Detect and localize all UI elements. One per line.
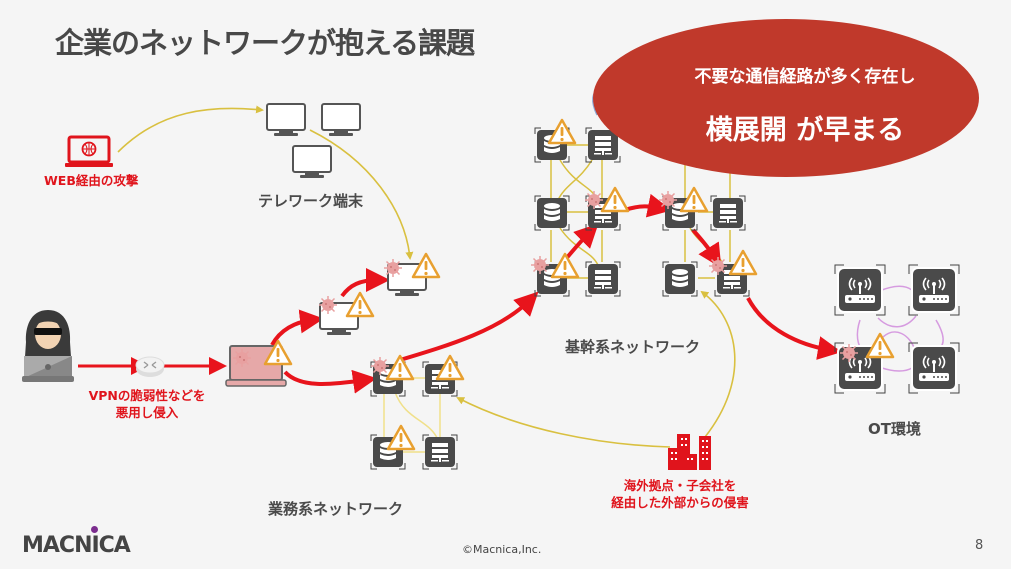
- core-network-label: 基幹系ネットワーク: [565, 338, 701, 356]
- callout-text-line2: 横展開 が早まる: [705, 115, 905, 146]
- overseas-to-business-arrow: [456, 397, 671, 448]
- virus-icon: [839, 343, 859, 363]
- virus-icon: [530, 255, 550, 275]
- business-network-label: 業務系ネットワーク: [268, 500, 404, 518]
- core-mesh: [550, 87, 731, 279]
- server-icon: [585, 261, 621, 297]
- web-attack-label: WEB経由の攻撃: [44, 173, 139, 188]
- callout-ellipse: [593, 19, 979, 177]
- database-icon: [534, 195, 570, 231]
- callout-text-line1: 不要な通信経路が多く存在し: [694, 67, 916, 87]
- vpn-router-icon: [135, 356, 165, 377]
- overseas-label-line1: 海外拠点・子会社を: [623, 478, 737, 493]
- virus-icon: [658, 190, 678, 210]
- ot-label: OT環境: [868, 420, 921, 438]
- attack-arrow-to-monitor2: [340, 268, 390, 298]
- overseas-label: 海外拠点・子会社を 経由した外部からの侵害: [590, 477, 770, 511]
- logo-dot: [91, 526, 98, 533]
- server-icon: [710, 195, 746, 231]
- overseas-label-line2: 経由した外部からの侵害: [611, 495, 749, 510]
- buildings-icon: [668, 434, 711, 470]
- monitor-icon: [266, 103, 306, 137]
- core-internal-arrow-3: [691, 228, 722, 269]
- copyright: ©Macnica,Inc.: [462, 543, 542, 556]
- attack-arrow-to-business: [283, 369, 377, 394]
- monitor-icon: [292, 145, 332, 179]
- virus-icon: [383, 258, 403, 278]
- server-icon: [422, 434, 458, 470]
- virus-icon: [318, 295, 338, 315]
- virus-icon: [708, 256, 728, 276]
- page-title: 企業のネットワークが抱える課題: [55, 26, 475, 60]
- telework-label: テレワーク端末: [258, 192, 364, 210]
- core-internal-arrow-2: [624, 193, 672, 218]
- attack-arrow-to-core: [399, 291, 539, 362]
- vpn-label-line1: VPNの脆弱性などを: [88, 388, 206, 403]
- virus-icon: [370, 356, 390, 376]
- page-number: 8: [975, 538, 984, 553]
- database-icon: [662, 261, 698, 297]
- attack-arrow-to-monitor1: [270, 309, 324, 347]
- monitor-icon: [321, 103, 361, 137]
- web-to-telework-arrow: [117, 105, 264, 153]
- wifi-router-icon: [834, 264, 886, 316]
- core-internal-arrow-1: [563, 223, 599, 262]
- virus-icon: [584, 190, 604, 210]
- macnica-logo: MACNICA: [22, 533, 131, 558]
- vpn-label-line2: 悪用し侵入: [115, 405, 179, 420]
- hacker-icon: [22, 310, 74, 382]
- wifi-router-icon: [908, 264, 960, 316]
- wifi-router-icon: [908, 342, 960, 394]
- overseas-to-core-arrow: [700, 290, 736, 438]
- vpn-label: VPNの脆弱性などを 悪用し侵入: [82, 387, 212, 421]
- attack-arrow-to-ot: [746, 297, 842, 360]
- warning-icon: [728, 249, 758, 276]
- laptop-globe-icon: [65, 135, 113, 167]
- attack-paths: [78, 193, 842, 394]
- yellow-links: [117, 105, 736, 448]
- telework-to-monitor-arrow: [309, 129, 414, 260]
